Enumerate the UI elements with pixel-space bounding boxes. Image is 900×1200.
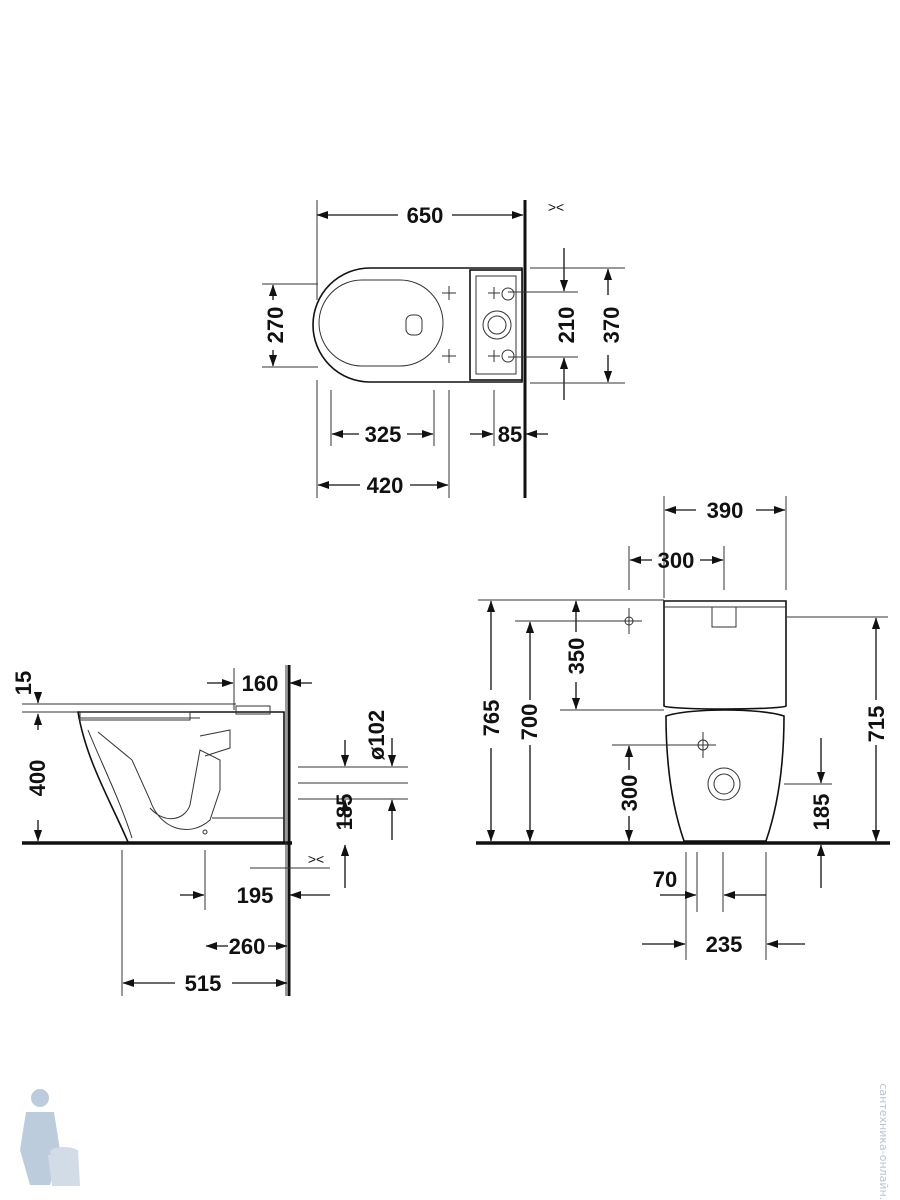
side-seat-lid (79, 711, 191, 721)
dim-370: 370 (599, 307, 624, 344)
dim-210: 210 (554, 307, 579, 344)
top-fixing-cross-icon (442, 286, 500, 363)
top-outlet-outer (482, 310, 512, 340)
dim-420: 420 (367, 473, 404, 498)
side-hinge (235, 705, 271, 715)
dim-15: 15 (11, 671, 36, 695)
top-outlet-inner (487, 315, 507, 335)
side-wall-gap-mark: >< (308, 851, 324, 867)
front-inlet-cross-icon (690, 732, 716, 758)
top-tank-outline (469, 269, 523, 381)
front-view: 390 300 765 700 350 715 300 (476, 496, 890, 960)
dim-185-side: 185 (332, 794, 357, 831)
front-tank-outline (663, 600, 787, 710)
dim-235: 235 (706, 932, 743, 957)
side-view: 15 400 160 ø102 185 >< 195 260 (11, 665, 408, 996)
top-tank-inner (475, 275, 517, 375)
top-hole-upper (501, 287, 515, 301)
front-outlet-inner (713, 773, 735, 795)
dim-300-top: 300 (658, 548, 695, 573)
top-seat-outline (318, 279, 444, 367)
dim-715: 715 (864, 706, 889, 743)
dim-515: 515 (185, 971, 222, 996)
watermark-text: сантехника-онлайн.рф (877, 1083, 890, 1200)
top-view: 650 >< 270 210 370 325 85 (262, 199, 625, 498)
front-axis-cross-icon (616, 608, 642, 634)
dim-400: 400 (25, 760, 50, 797)
dim-70: 70 (653, 867, 677, 892)
dim-325: 325 (365, 422, 402, 447)
dim-300-inlet: 300 (617, 775, 642, 812)
dim-700: 700 (517, 704, 542, 741)
dim-260: 260 (229, 934, 266, 959)
side-trapway (87, 729, 221, 839)
dim-765: 765 (479, 700, 504, 737)
dim-270: 270 (263, 307, 288, 344)
dim-185-front: 185 (809, 794, 834, 831)
dim-650: 650 (407, 203, 444, 228)
dim-390: 390 (707, 498, 744, 523)
top-hinge-mark (405, 314, 423, 336)
top-hole-lower (501, 349, 515, 363)
plumber-mascot-icon (20, 1089, 80, 1186)
front-flush-button (711, 606, 737, 628)
dim-160: 160 (242, 671, 279, 696)
side-bowl-outline (77, 711, 285, 843)
dim-350: 350 (564, 638, 589, 675)
dim-195: 195 (237, 883, 274, 908)
front-bowl-outline (665, 709, 785, 842)
front-outlet-outer (707, 767, 741, 801)
dim-85: 85 (498, 422, 522, 447)
dim-outlet-dia: ø102 (364, 710, 389, 760)
wall-gap-mark: >< (548, 199, 564, 215)
